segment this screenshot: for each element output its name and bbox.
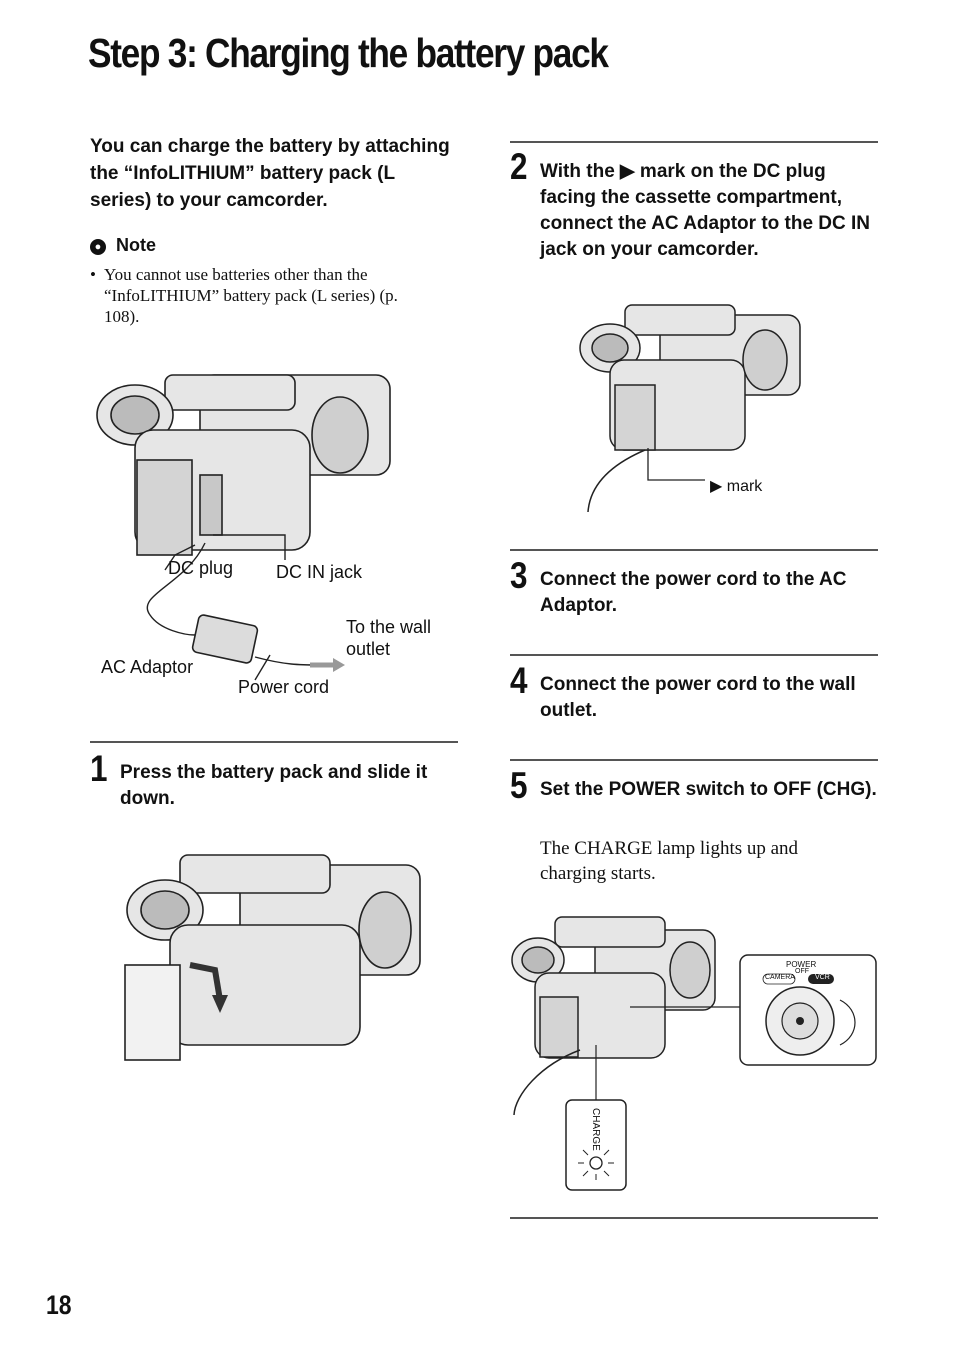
cable-step5 <box>513 1049 581 1116</box>
step-5-text: Set the POWER switch to OFF (CHG). <box>540 779 877 800</box>
step-4-rule <box>510 654 878 656</box>
step-1-rule <box>90 741 458 743</box>
step-2-number: 2 <box>510 146 528 187</box>
note-icon: ● <box>90 239 106 255</box>
note-heading: ● Note <box>90 235 156 256</box>
power-cord-leader <box>254 654 271 681</box>
step-3-text: Connect the power cord to the AC Adaptor… <box>540 569 847 616</box>
label-mark: ▶ mark <box>710 478 763 495</box>
label-dc-in-jack: DC IN jack <box>276 562 363 582</box>
step-3-rule <box>510 549 878 551</box>
off-label: OFF <box>795 968 809 975</box>
vcr-mode-pill <box>808 974 834 984</box>
camera-mode-pill <box>762 973 796 985</box>
dc-plug-illustration <box>579 304 801 513</box>
slide-arrow-shaft <box>189 962 223 1001</box>
mark-leader <box>647 448 705 481</box>
ac-adaptor-box <box>191 614 259 664</box>
battery-pack <box>136 459 193 556</box>
intro-text: You can charge the battery by attaching … <box>90 136 450 211</box>
page-number: 18 <box>46 1290 72 1320</box>
camcorder-lens <box>311 396 369 474</box>
dc-cable-step2 <box>587 449 646 513</box>
label-wall-outlet-1: To the wall <box>346 617 432 637</box>
step-1-text: Press the battery pack and slide it down… <box>120 762 428 809</box>
charge-label: CHARGE <box>590 1108 601 1151</box>
step-5-rule <box>510 759 878 761</box>
step-5-body: The CHARGE lamp lights up and charging s… <box>540 838 799 884</box>
note-body: • You cannot use batteries other than th… <box>90 264 420 327</box>
label-ac-adaptor: AC Adaptor <box>101 657 194 677</box>
battery-insert-illustration <box>124 854 421 1061</box>
label-power-cord: Power cord <box>238 677 330 697</box>
note-bullet: • <box>90 265 96 284</box>
vcr-label: VCR <box>815 974 830 981</box>
wall-arrow-head <box>333 658 345 672</box>
battery-pack-detached <box>124 964 181 1061</box>
bottom-rule <box>510 1217 878 1219</box>
step-4-number: 4 <box>510 660 528 701</box>
step-5-number: 5 <box>510 765 528 806</box>
label-dc-plug: DC plug <box>168 558 234 578</box>
label-wall-outlet-2: outlet <box>346 639 391 659</box>
slide-arrow-head <box>212 995 228 1013</box>
step-2-rule <box>510 141 878 143</box>
charge-lamp <box>589 1156 603 1170</box>
step-4-text: Connect the power cord to the wall outle… <box>540 674 856 721</box>
note-heading-label: Note <box>116 235 156 255</box>
page-title: Step 3: Charging the battery pack <box>88 30 609 76</box>
note-text: You cannot use batteries other than the … <box>104 265 398 326</box>
charge-lamp-callout <box>565 1099 627 1191</box>
step-1-number: 1 <box>90 748 108 789</box>
camcorder-ac-adaptor-illustration <box>96 374 391 681</box>
step-3-number: 3 <box>510 555 528 596</box>
camcorder-handle <box>164 374 296 411</box>
dc-in-jack-leader <box>213 534 286 560</box>
dc-cable <box>146 542 206 636</box>
dc-in-jack-panel <box>199 474 223 536</box>
camera-label: CAMERA <box>765 974 795 981</box>
power-label: POWER <box>786 960 817 969</box>
dc-plug-leader <box>164 544 196 571</box>
step-2-text: With the ▶ mark on the DC plug facing th… <box>540 161 871 260</box>
power-switch-illustration <box>511 916 877 1191</box>
